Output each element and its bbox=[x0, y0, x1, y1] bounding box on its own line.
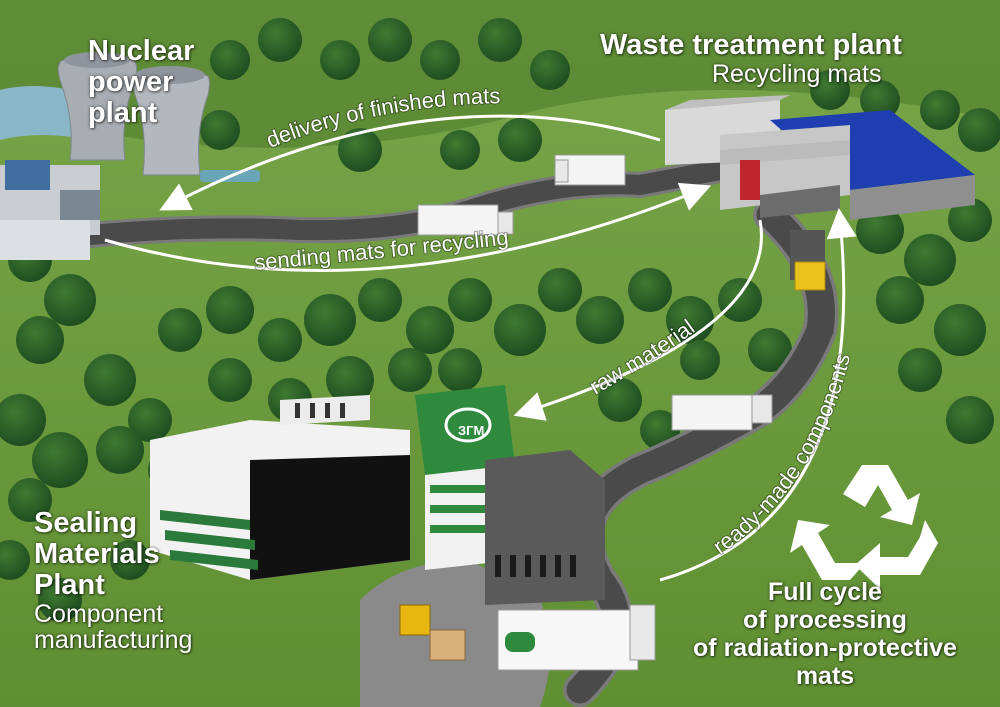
waste-treatment-plant bbox=[665, 95, 975, 220]
waste-plant-subtitle: Recycling mats bbox=[712, 60, 882, 88]
sealing-plant-sub1: Component bbox=[34, 600, 164, 628]
full-cycle-line2: of processing bbox=[743, 606, 907, 634]
sealing-plant-line1: Sealing bbox=[34, 507, 138, 539]
nuclear-plant-label: Nuclear power plant bbox=[88, 36, 194, 129]
sealing-materials-plant: ЗГМ bbox=[150, 385, 605, 605]
nuclear-plant-line3: plant bbox=[88, 97, 158, 129]
forest bbox=[0, 18, 1000, 622]
cooling-tower-icon bbox=[57, 52, 210, 176]
sealing-plant-sub2: manufacturing bbox=[34, 626, 193, 654]
sealing-plant-line3: Plant bbox=[34, 569, 105, 601]
svg-text:ЗГМ: ЗГМ bbox=[458, 423, 484, 438]
nuclear-plant-line2: power bbox=[88, 66, 174, 98]
raw-material-arrow bbox=[513, 219, 763, 421]
waste-plant-title: Waste treatment plant bbox=[600, 29, 902, 61]
truck-icon bbox=[790, 230, 826, 291]
full-cycle-line3: of radiation-protective bbox=[693, 634, 957, 662]
full-cycle-line1: Full cycle bbox=[768, 578, 882, 606]
truck-icon bbox=[671, 394, 773, 431]
sealing-plant-line2: Materials bbox=[34, 538, 160, 570]
recycle-icon bbox=[790, 465, 938, 589]
ready-made-arrow bbox=[659, 208, 857, 582]
truck-icon bbox=[497, 604, 656, 671]
sealing-plant-label: Sealing Materials Plant Component manufa… bbox=[34, 507, 193, 654]
nuclear-plant-line1: Nuclear bbox=[88, 35, 195, 67]
delivery-arrow bbox=[159, 114, 661, 211]
waste-plant-label: Waste treatment plant Recycling mats bbox=[600, 29, 902, 88]
full-cycle-label: Full cycle of processing of radiation-pr… bbox=[660, 578, 990, 690]
company-logo: ЗГМ bbox=[444, 407, 492, 443]
truck-icon bbox=[417, 204, 514, 236]
nuclear-power-plant bbox=[0, 52, 260, 260]
sending-arrow bbox=[104, 182, 712, 272]
flow-arrows bbox=[104, 114, 857, 582]
truck-icon bbox=[554, 154, 626, 186]
full-cycle-line4: mats bbox=[795, 662, 855, 690]
forklift-icon bbox=[399, 604, 466, 661]
